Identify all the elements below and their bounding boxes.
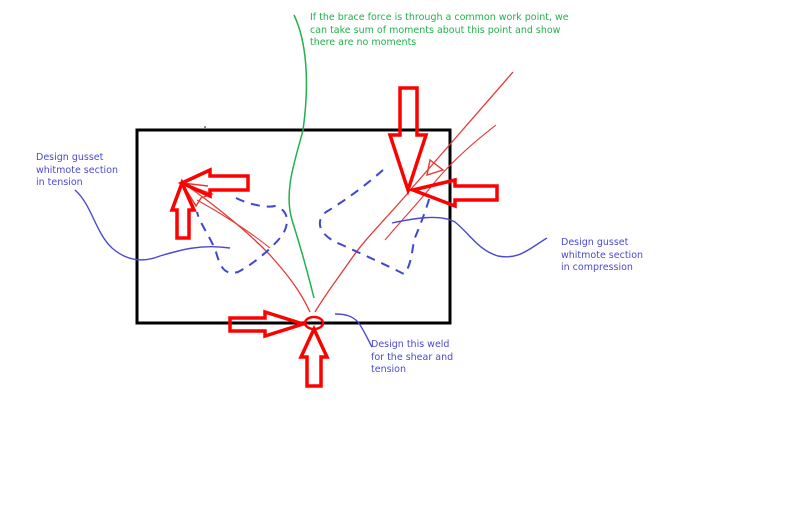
note-gusset-tension-line: whitmote section bbox=[36, 164, 119, 176]
note-gusset-compression: Design gusset whitmote section in compre… bbox=[561, 237, 643, 275]
work-point-line bbox=[288, 14, 315, 299]
note-gusset-tension: Design gusset whitmote section in tensio… bbox=[36, 152, 118, 190]
note-gusset-compression-line: in compression bbox=[561, 262, 633, 273]
note-weld-line: tension bbox=[371, 364, 407, 375]
note-weld: Design this weld for the shear and tensi… bbox=[371, 339, 453, 377]
note-weld-line: Design this weld bbox=[371, 339, 450, 350]
leader-weld bbox=[334, 313, 373, 348]
leader-compression bbox=[391, 216, 548, 258]
note-work-point-line: there are no moments bbox=[310, 37, 417, 48]
gusset-plate bbox=[135, 128, 452, 325]
force-arrow-left-horizontal bbox=[177, 167, 250, 199]
note-work-point-line: can take sum of moments about this point… bbox=[310, 24, 561, 36]
brace-arrowhead-right bbox=[426, 158, 445, 177]
brace-line-left bbox=[182, 182, 311, 313]
force-arrow-right-vertical bbox=[387, 86, 429, 196]
force-arrow-left-vertical bbox=[169, 178, 197, 240]
note-gusset-tension-line: Design gusset bbox=[36, 152, 104, 163]
leader-tension bbox=[74, 189, 231, 261]
brace-line-right-outer bbox=[384, 124, 497, 241]
note-gusset-compression-line: whitmote section bbox=[561, 249, 644, 261]
force-arrow-bottom-vertical bbox=[298, 324, 330, 388]
force-arrow-right-horizontal bbox=[407, 177, 499, 209]
weld-work-point bbox=[303, 315, 325, 331]
whitmore-section-compression bbox=[318, 169, 431, 276]
note-gusset-compression-line: Design gusset bbox=[561, 237, 629, 248]
brace-line-left-inner bbox=[196, 199, 271, 249]
force-arrow-bottom-horizontal bbox=[228, 309, 309, 339]
note-work-point-line: If the brace force is through a common w… bbox=[310, 12, 569, 23]
note-gusset-tension-line: in tension bbox=[36, 177, 83, 188]
whitmore-section-tension bbox=[196, 197, 288, 274]
note-weld-line: for the shear and bbox=[371, 351, 454, 363]
note-work-point: If the brace force is through a common w… bbox=[310, 12, 569, 50]
stray-dot bbox=[204, 126, 206, 128]
brace-line-right bbox=[314, 71, 514, 313]
